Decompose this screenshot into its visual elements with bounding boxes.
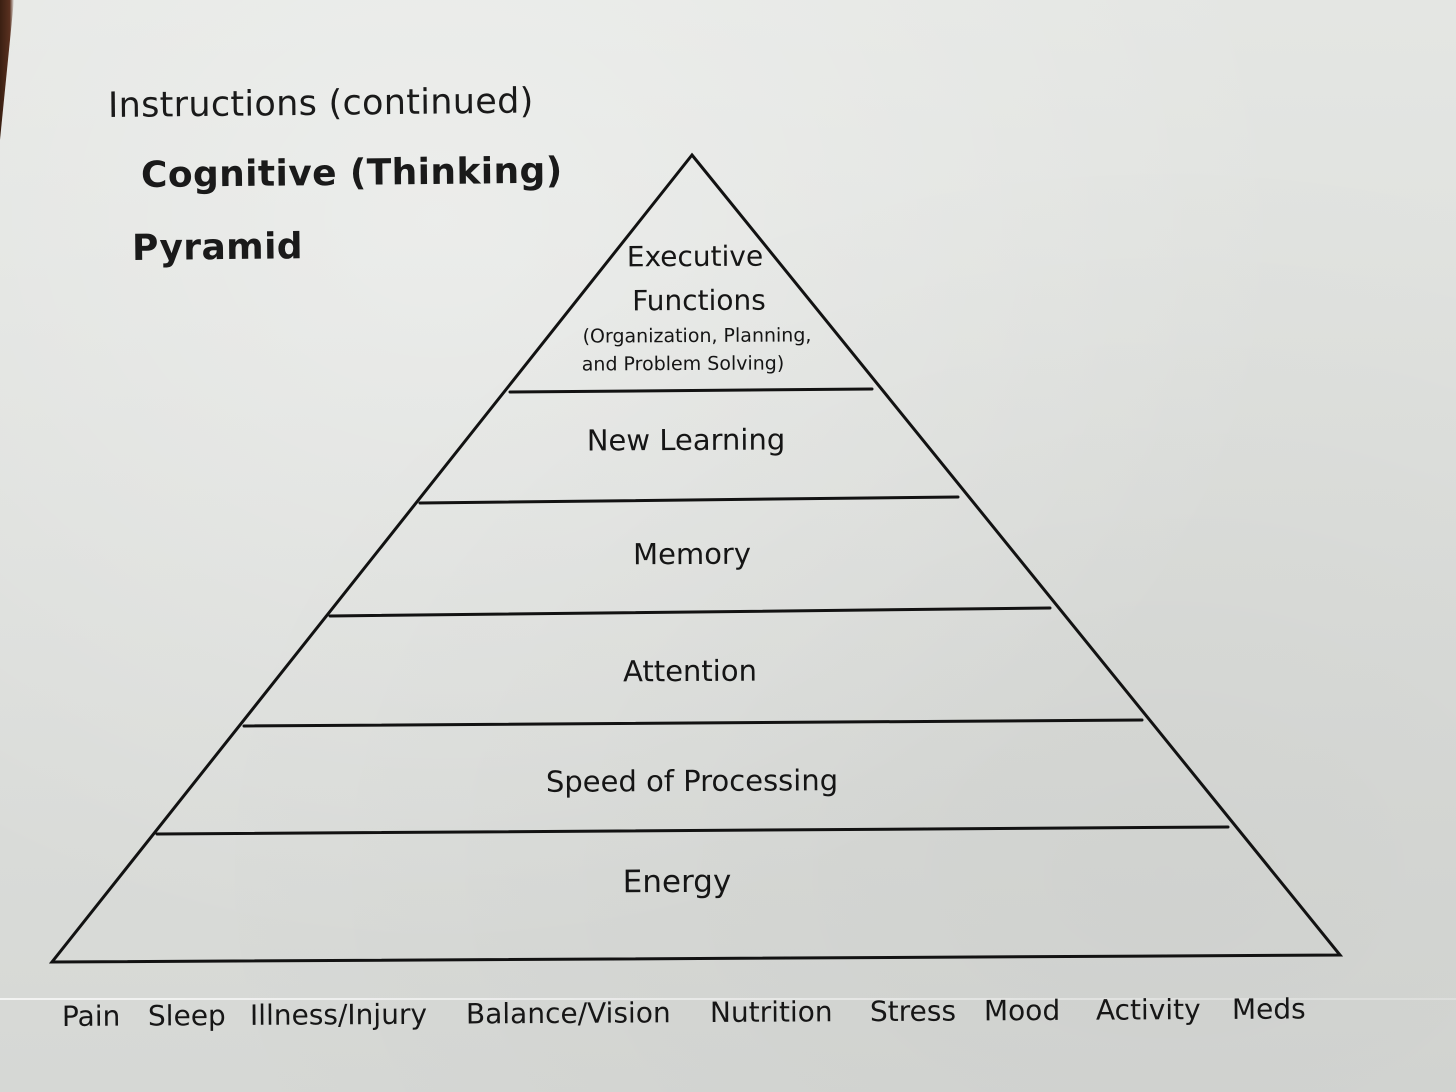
divider-speed-energy [155, 825, 1230, 836]
foundation-factors-row: Pain Sleep Illness/Injury Balance/Vision… [62, 992, 1332, 1040]
factor-nutrition: Nutrition [709, 995, 833, 1030]
factor-stress: Stress [869, 994, 957, 1029]
factor-pain: Pain [61, 999, 121, 1033]
divider-attention-speed [242, 718, 1144, 728]
factor-meds: Meds [1231, 992, 1306, 1026]
pyramid-outline [48, 152, 1344, 964]
factor-illness-injury: Illness/Injury [249, 997, 428, 1032]
level-memory: Memory [632, 536, 752, 572]
level-new-learning: New Learning [586, 422, 786, 458]
divider-newlearning-memory [418, 495, 960, 505]
paper-fold-line [0, 998, 1456, 1000]
level-energy: Energy [622, 863, 732, 901]
level-executive-functions-detail-2: and Problem Solving) [581, 352, 785, 376]
factor-mood: Mood [983, 993, 1061, 1028]
factor-balance-vision: Balance/Vision [465, 996, 671, 1031]
factor-sleep: Sleep [147, 998, 226, 1033]
level-executive-functions-detail-1: (Organization, Planning, [582, 324, 812, 348]
divider-executive-newlearning [508, 387, 874, 394]
factor-activity: Activity [1095, 993, 1201, 1027]
level-speed-of-processing: Speed of Processing [545, 763, 839, 799]
divider-memory-attention [328, 606, 1052, 618]
level-executive-functions-line-1: Executive [626, 239, 764, 274]
level-attention: Attention [622, 653, 758, 689]
level-executive-functions-line-2: Functions [632, 283, 766, 318]
